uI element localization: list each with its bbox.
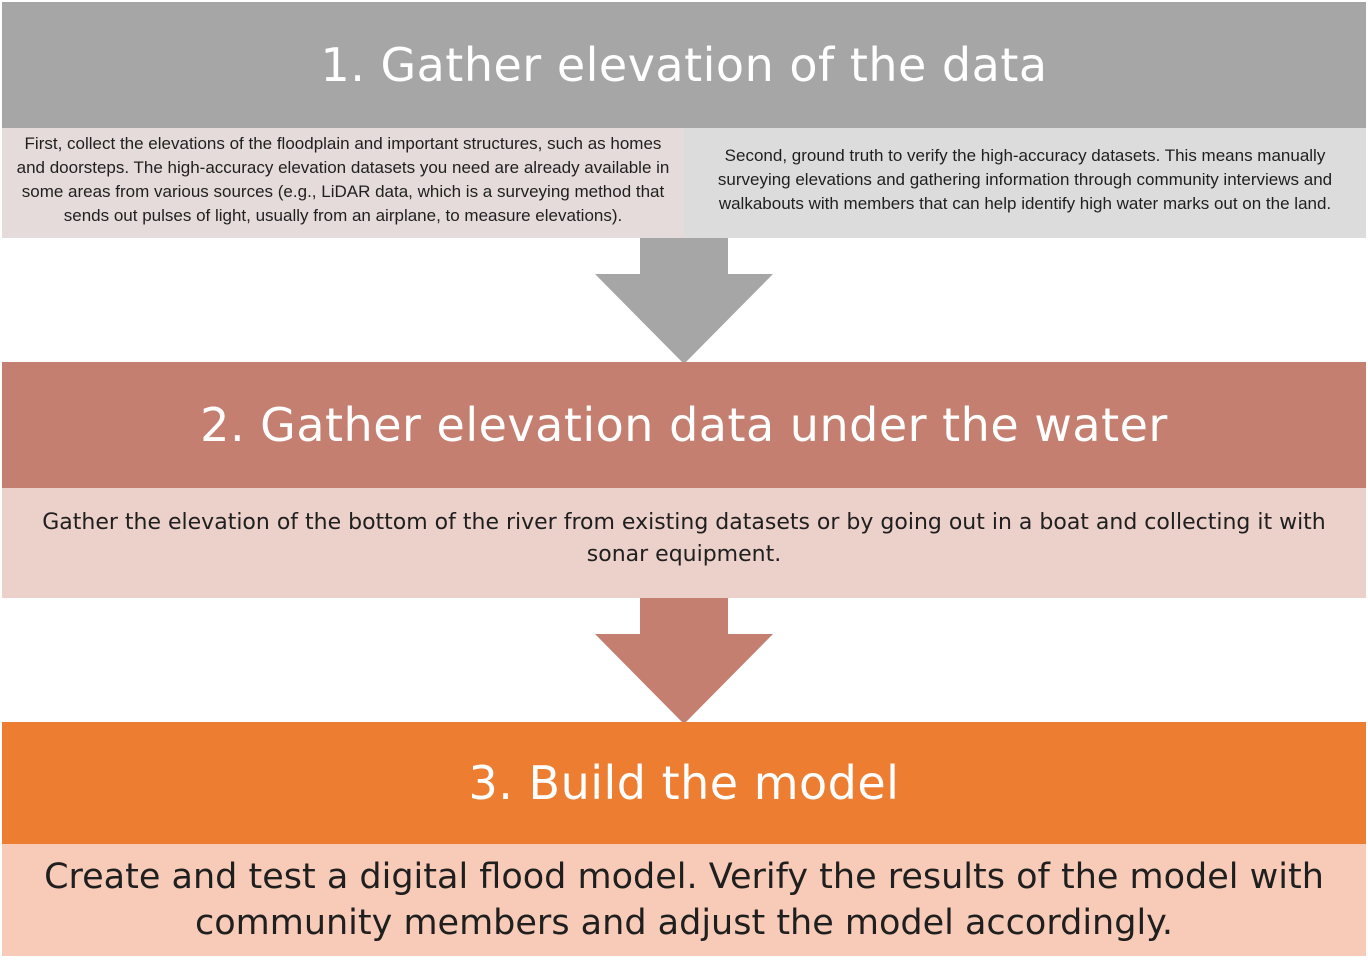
step-2-title: 2. Gather elevation data under the water (200, 398, 1168, 452)
step-3-detail-text: Create and test a digital flood model. V… (44, 857, 1324, 943)
step-1-title: 1. Gather elevation of the data (320, 38, 1048, 92)
step-2-detail-text: Gather the elevation of the bottom of th… (42, 510, 1326, 567)
step-3-title: 3. Build the model (468, 756, 900, 810)
step-2-detail: Gather the elevation of the bottom of th… (2, 488, 1366, 598)
step-1-detail-right-text: Second, ground truth to verify the high-… (717, 146, 1333, 213)
step-1-header: 1. Gather elevation of the data (2, 2, 1366, 128)
step-1-detail-left-text: First, collect the elevations of the flo… (16, 134, 670, 225)
step-1-detail-left: First, collect the elevations of the flo… (2, 128, 684, 238)
down-arrow-1 (595, 238, 773, 364)
step-3-header: 3. Build the model (2, 722, 1366, 844)
down-arrow-2 (595, 598, 773, 724)
step-3-detail: Create and test a digital flood model. V… (2, 844, 1366, 956)
step-2-header: 2. Gather elevation data under the water (2, 362, 1366, 488)
step-1-detail-right: Second, ground truth to verify the high-… (684, 128, 1366, 238)
